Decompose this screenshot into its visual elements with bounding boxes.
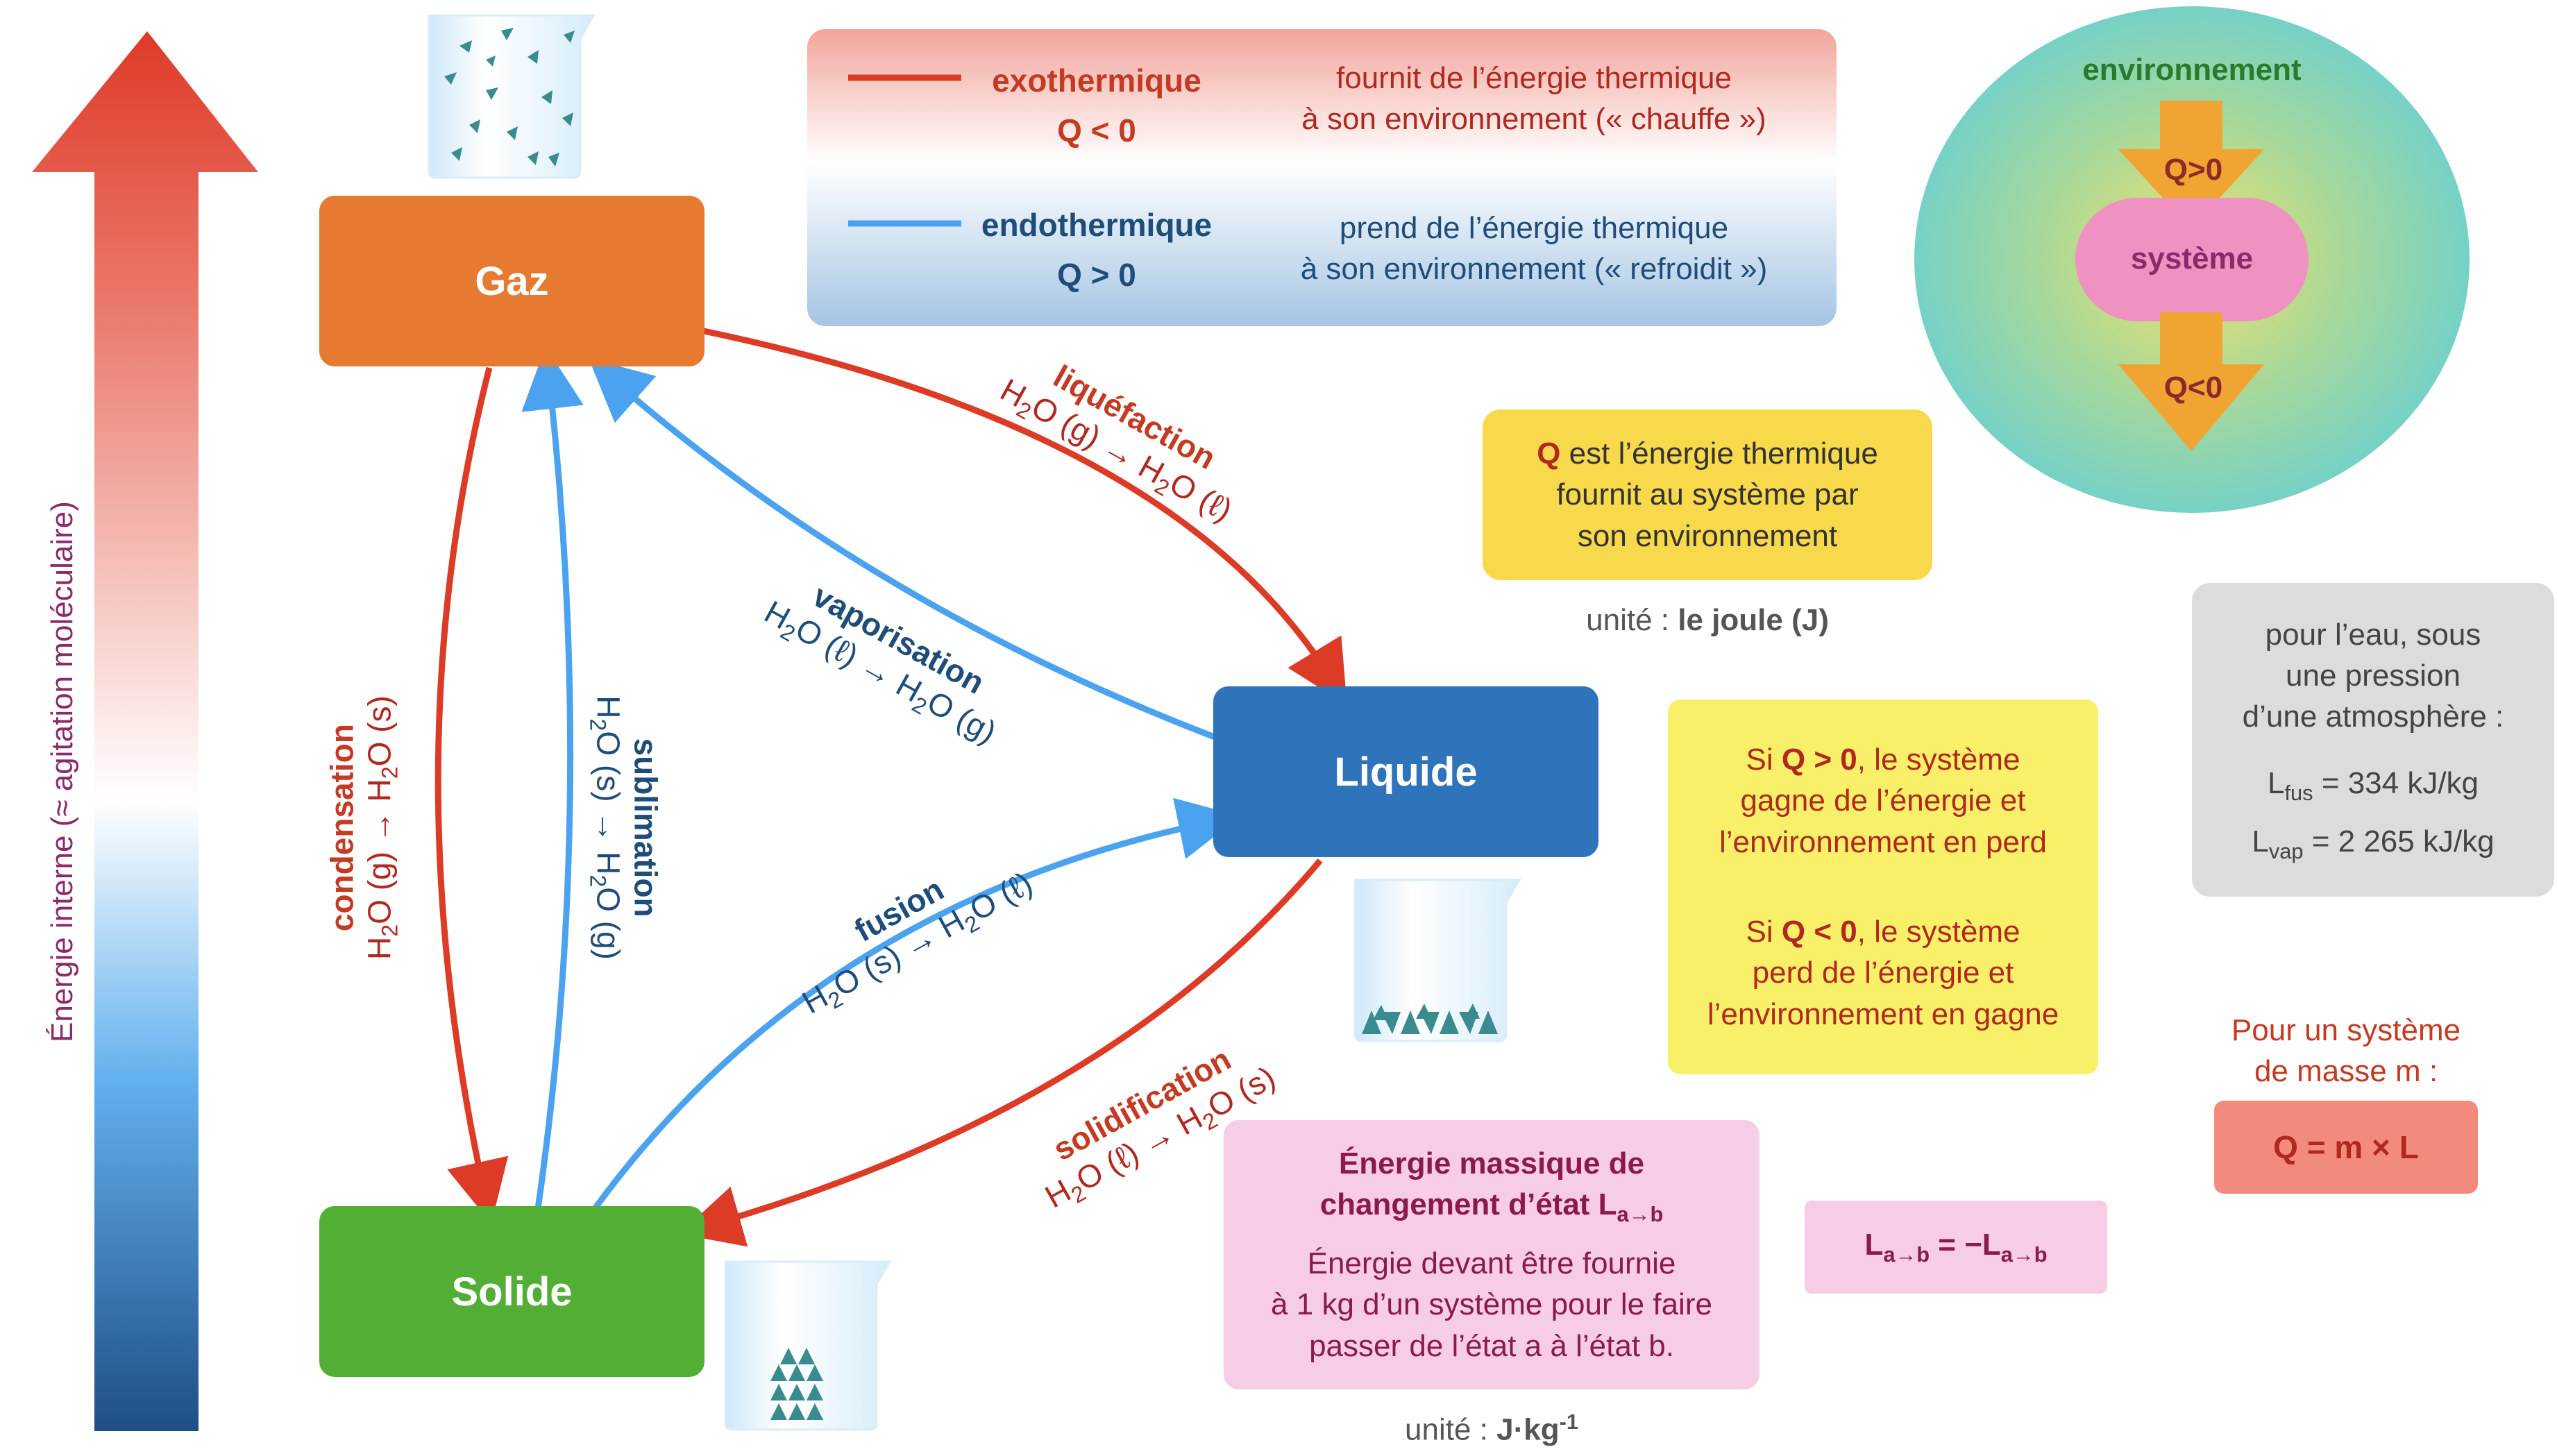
- q-unit: unité : le joule (J): [1586, 603, 1829, 637]
- transition-sublimation: sublimation H2O (s) → H2O (g): [584, 634, 664, 1022]
- gas-beaker: [428, 14, 596, 179]
- solid-beaker: [724, 1260, 892, 1431]
- energy-arrow: [32, 31, 258, 1431]
- arrow-sublimation: [521, 346, 584, 1210]
- state-gas[interactable]: Gaz: [319, 196, 704, 366]
- legend-exo-desc: fournit de l’énergie thermique à son env…: [1301, 60, 1766, 136]
- sublimation-equation: H2O (s) → H2O (g): [585, 695, 627, 960]
- system-label: système: [2130, 242, 2254, 276]
- q-out-arrow: [2118, 312, 2264, 451]
- legend-panel: [807, 29, 1837, 326]
- legend-exo-title: exothermique Q < 0: [992, 62, 1201, 149]
- transition-condensation: condensation H2O (g) → H2O (s): [323, 634, 403, 1022]
- state-solid-label: Solide: [451, 1269, 573, 1314]
- state-gas-label: Gaz: [475, 258, 549, 304]
- sublimation-label: sublimation: [627, 738, 664, 917]
- arrow-vaporisation: [588, 358, 1216, 740]
- massic-energy-box: Énergie massique de changement d’état La…: [1224, 1120, 1759, 1389]
- legend-endo-title: endothermique Q > 0: [981, 207, 1213, 293]
- arrow-solidification: [679, 858, 1323, 1247]
- symmetry-box: La→b = −La→b: [1805, 1201, 2107, 1294]
- environment-label: environnement: [2082, 53, 2302, 87]
- q-in-label: Q>0: [2163, 153, 2223, 187]
- liquid-beaker: [1353, 879, 1521, 1042]
- condensation-equation: H2O (g) → H2O (s): [361, 695, 403, 960]
- mass-formula-caption: Pour un système de masse m :: [2231, 1013, 2461, 1089]
- sign-box: Si Q > 0, le système gagne de l’énergie …: [1668, 700, 2098, 1074]
- condensation-label: condensation: [323, 724, 360, 932]
- q-in-arrow: [2118, 101, 2264, 229]
- massic-unit: unité : J·kg-1: [1405, 1410, 1578, 1447]
- arrow-fusion: [593, 797, 1241, 1210]
- water-latent-heat-box: pour l’eau, sous une pression d’une atmo…: [2192, 583, 2554, 897]
- q-definition-box: Q est l’énergie thermique fournit au sys…: [1483, 409, 1932, 580]
- q-out-label: Q<0: [2163, 371, 2223, 405]
- state-solid[interactable]: Solide: [319, 1206, 704, 1377]
- energy-axis-label: Énergie interne (≈ agitation moléculaire…: [45, 501, 79, 1042]
- arrow-liquefaction: [703, 328, 1347, 705]
- state-liquid-label: Liquide: [1334, 749, 1478, 795]
- arrow-condensation: [434, 366, 509, 1224]
- system-blob: [2075, 198, 2309, 321]
- legend-endo-desc: prend de l’énergie thermique à son envir…: [1300, 210, 1768, 286]
- state-liquid[interactable]: Liquide: [1213, 686, 1598, 857]
- mass-formula-box: Q = m × L: [2214, 1101, 2478, 1194]
